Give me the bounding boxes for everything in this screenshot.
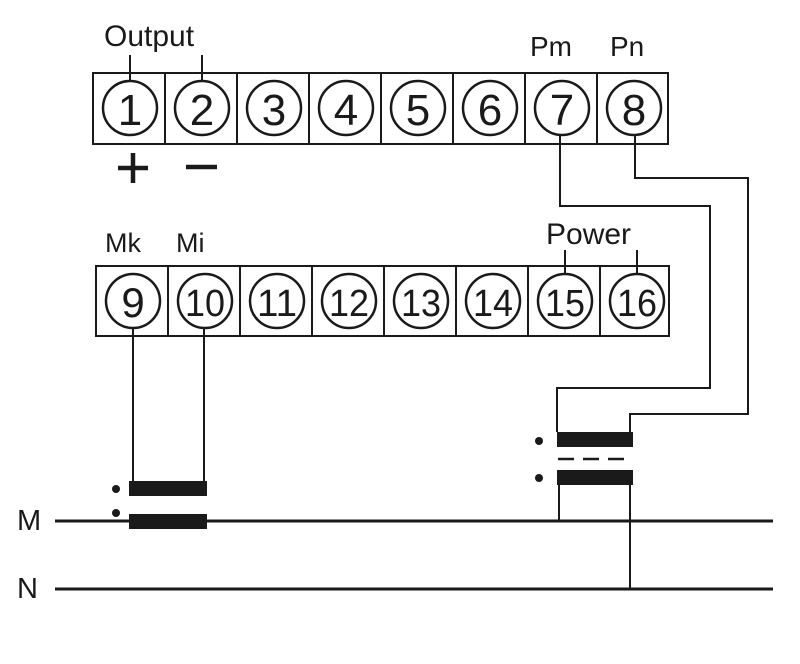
mk-label: Mk <box>105 228 141 258</box>
terminal-3: 3 <box>262 86 286 135</box>
terminal-15: 15 <box>545 283 585 325</box>
m-line-label: M <box>17 505 41 537</box>
n-line-label: N <box>17 573 38 605</box>
terminal-6: 6 <box>478 86 502 135</box>
output-label: Output <box>104 20 195 53</box>
terminal-12: 12 <box>329 283 369 325</box>
top-terminal-numbers: 1 2 3 4 5 6 7 8 <box>118 86 646 135</box>
pm-label: Pm <box>530 31 572 62</box>
terminal-8: 8 <box>622 86 646 135</box>
terminal-13: 13 <box>401 283 441 325</box>
top-strip-dividers <box>164 73 598 144</box>
vt-secondary-bar <box>557 470 633 485</box>
bottom-terminal-strip: 9 10 11 12 13 14 15 16 <box>95 265 670 337</box>
bottom-strip-dividers <box>167 266 601 336</box>
vt-primary-bar <box>557 432 633 447</box>
terminal-1: 1 <box>118 86 142 135</box>
terminal-9: 9 <box>121 279 144 326</box>
power-label: Power <box>546 218 631 251</box>
ct-polarity-dot-primary <box>112 509 120 517</box>
terminal-5: 5 <box>406 86 430 135</box>
top-terminal-strip: 1 2 3 4 5 6 7 8 <box>92 72 669 145</box>
vt-polarity-dot-secondary <box>535 474 543 482</box>
terminal-10: 10 <box>185 283 225 325</box>
pn-label: Pn <box>610 31 644 62</box>
terminal-11: 11 <box>257 283 297 325</box>
terminal-16: 16 <box>617 283 657 325</box>
wire-terminal-7 <box>556 136 711 432</box>
voltage-transformer <box>535 432 633 589</box>
wire-terminal-8 <box>629 136 749 432</box>
terminal-7: 7 <box>550 86 574 135</box>
ct-secondary-bar <box>129 481 207 496</box>
terminal-4: 4 <box>334 86 358 135</box>
ct-polarity-dot-secondary <box>112 485 120 493</box>
plus-sign <box>118 153 148 183</box>
bottom-terminal-circles <box>104 272 666 330</box>
bottom-terminal-numbers: 9 10 11 12 13 14 15 16 <box>121 279 657 326</box>
terminal-2: 2 <box>190 86 214 135</box>
mi-label: Mi <box>176 228 205 258</box>
top-terminal-circles <box>101 79 663 137</box>
terminal-14: 14 <box>473 283 513 325</box>
bottom-strip-frame <box>95 265 670 337</box>
vt-polarity-dot-primary <box>535 437 543 445</box>
